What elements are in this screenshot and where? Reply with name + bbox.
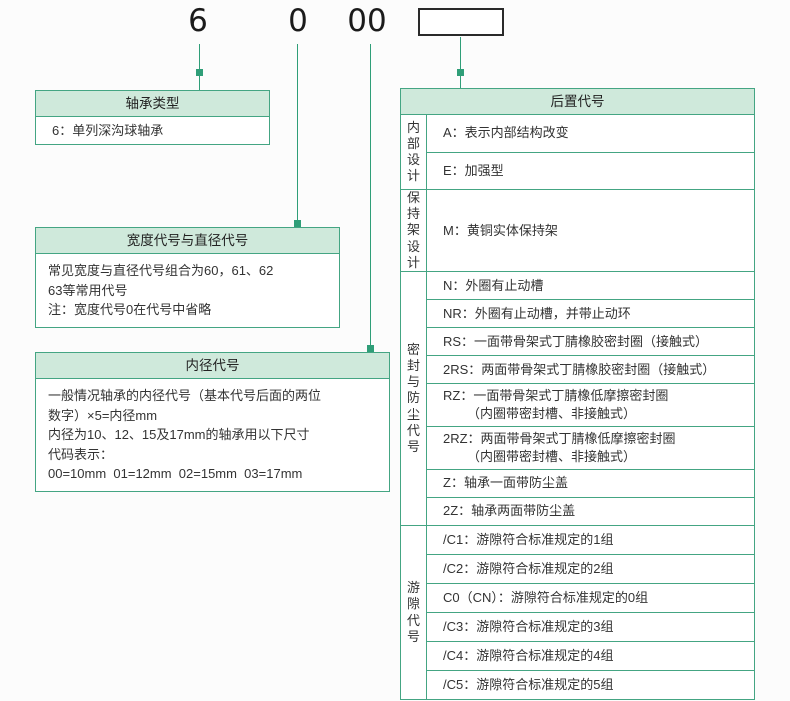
connector-line-width xyxy=(297,44,298,227)
section-seal-dust: 密封与防尘代号 N：外圈有止动槽 NR：外圈有止动槽，并带止动环 RS：一面带骨… xyxy=(401,271,754,525)
width-diameter-line: 63等常用代号 xyxy=(48,282,128,298)
suffix-row: /C1：游隙符合标准规定的1组 xyxy=(427,526,754,554)
suffix-row-text: 2Z：轴承两面带防尘盖 xyxy=(443,503,576,519)
suffix-row: /C5：游隙符合标准规定的5组 xyxy=(427,670,754,699)
section-cage-design: 保持架设计 M：黄铜实体保持架 xyxy=(401,189,754,271)
suffix-row-text: /C5：游隙符合标准规定的5组 xyxy=(443,677,614,692)
suffix-row: RZ：一面带骨架式丁腈橡低摩擦密封圈 （内圈带密封槽、非接触式） xyxy=(427,383,754,426)
width-diameter-body: 常见宽度与直径代号组合为60，61、62 63等常用代号 注：宽度代号0在代号中… xyxy=(36,254,339,327)
suffix-row: C0（CN）：游隙符合标准规定的0组 xyxy=(427,583,754,612)
section-rows: /C1：游隙符合标准规定的1组 /C2：游隙符合标准规定的2组 C0（CN）：游… xyxy=(427,526,754,699)
connector-dot-icon xyxy=(367,345,374,352)
suffix-row-text: M：黄铜实体保持架 xyxy=(443,222,558,238)
suffix-row-text: 2RZ：两面带骨架式丁腈橡低摩擦密封圈 xyxy=(443,430,676,446)
suffix-row-text: /C3：游隙符合标准规定的3组 xyxy=(443,619,614,634)
section-label-cage-design: 保持架设计 xyxy=(401,190,427,271)
bore-code-line: 一般情况轴承的内径代号（基本代号后面的两位 xyxy=(48,388,322,403)
suffix-row: M：黄铜实体保持架 xyxy=(427,190,754,271)
connector-line-bearing-type xyxy=(199,44,200,90)
suffix-row-text: RZ：一面带骨架式丁腈橡低摩擦密封圈 xyxy=(443,388,669,404)
suffix-row-text: /C1：游隙符合标准规定的1组 xyxy=(443,532,614,547)
section-label-clearance: 游隙代号 xyxy=(401,526,427,699)
suffix-row-text: 2RS：两面带骨架式丁腈橡胶密封圈（接触式） xyxy=(443,361,716,377)
section-label-text: 保持架设计 xyxy=(406,189,420,270)
suffix-row: /C3：游隙符合标准规定的3组 xyxy=(427,612,754,641)
bearing-type-line: 6：单列深沟球轴承 xyxy=(52,123,164,138)
suffix-row: N：外圈有止动槽 xyxy=(427,272,754,299)
suffix-row: NR：外圈有止动槽，并带止动环 xyxy=(427,299,754,327)
suffix-row-text: N：外圈有止动槽 xyxy=(443,277,544,293)
suffix-row-text: E：加强型 xyxy=(443,162,504,178)
suffix-row-text: RS：一面带骨架式丁腈橡胶密封圈（接触式） xyxy=(443,333,709,349)
suffix-row: 2RZ：两面带骨架式丁腈橡低摩擦密封圈 （内圈带密封槽、非接触式） xyxy=(427,426,754,469)
bore-code-line: 数字）×5=内径mm xyxy=(48,407,158,423)
bore-code-line: 00=10mm 01=12mm 02=15mm 03=17mm xyxy=(48,466,303,481)
connector-line-suffix xyxy=(460,37,461,88)
suffix-row: A：表示内部结构改变 xyxy=(427,115,754,152)
section-label-text: 游隙代号 xyxy=(406,580,420,644)
suffix-row: 2Z：轴承两面带防尘盖 xyxy=(427,496,754,525)
suffix-row-text: /C4：游隙符合标准规定的4组 xyxy=(443,648,614,663)
suffix-row: 2RS：两面带骨架式丁腈橡胶密封圈（接触式） xyxy=(427,355,754,383)
suffix-placeholder-box xyxy=(418,8,504,36)
bearing-type-title: 轴承类型 xyxy=(36,91,269,117)
connector-line-bore xyxy=(370,44,371,352)
suffix-row: E：加强型 xyxy=(427,151,754,190)
suffix-row: RS：一面带骨架式丁腈橡胶密封圈（接触式） xyxy=(427,327,754,355)
section-label-seal-dust: 密封与防尘代号 xyxy=(401,272,427,525)
section-clearance: 游隙代号 /C1：游隙符合标准规定的1组 /C2：游隙符合标准规定的2组 C0（… xyxy=(401,525,754,699)
connector-dot-icon xyxy=(294,220,301,227)
section-label-text: 内部设计 xyxy=(406,119,420,184)
section-rows: M：黄铜实体保持架 xyxy=(427,190,754,271)
section-internal-design: 内部设计 A：表示内部结构改变 E：加强型 xyxy=(401,115,754,189)
suffix-table-sections: 内部设计 A：表示内部结构改变 E：加强型 保持架设计 M：黄铜实体保持架 密封… xyxy=(401,115,754,699)
section-rows: A：表示内部结构改变 E：加强型 xyxy=(427,115,754,189)
code-part-bearing-type: 6 xyxy=(188,3,208,39)
section-label-text: 密封与防尘代号 xyxy=(406,341,420,455)
width-diameter-line: 常见宽度与直径代号组合为60，61、62 xyxy=(48,263,274,278)
suffix-row-text: A：表示内部结构改变 xyxy=(443,125,569,141)
suffix-row-text: /C2：游隙符合标准规定的2组 xyxy=(443,561,614,576)
suffix-row-text: Z：轴承一面带防尘盖 xyxy=(443,475,568,491)
suffix-row: /C2：游隙符合标准规定的2组 xyxy=(427,554,754,583)
code-part-width: 0 xyxy=(288,3,308,39)
width-diameter-title: 宽度代号与直径代号 xyxy=(36,228,339,254)
bore-code-line: 内径为10、12、15及17mm的轴承用以下尺寸 xyxy=(48,427,310,442)
bore-code-title: 内径代号 xyxy=(36,353,389,379)
section-label-internal-design: 内部设计 xyxy=(401,115,427,189)
code-part-bore: 00 xyxy=(347,3,387,39)
bearing-type-box: 轴承类型 6：单列深沟球轴承 xyxy=(35,90,270,145)
bore-code-box: 内径代号 一般情况轴承的内径代号（基本代号后面的两位 数字）×5=内径mm 内径… xyxy=(35,352,390,492)
bore-code-body: 一般情况轴承的内径代号（基本代号后面的两位 数字）×5=内径mm 内径为10、1… xyxy=(36,379,389,491)
suffix-table-title: 后置代号 xyxy=(401,89,754,115)
suffix-row-text: （内圈带密封槽、非接触式） xyxy=(467,448,637,464)
suffix-row-text: NR：外圈有止动槽，并带止动环 xyxy=(443,305,631,321)
bearing-type-body: 6：单列深沟球轴承 xyxy=(36,117,269,144)
connector-dot-icon xyxy=(196,69,203,76)
suffix-row: Z：轴承一面带防尘盖 xyxy=(427,468,754,497)
connector-dot-icon xyxy=(457,69,464,76)
suffix-row-text: C0（CN）：游隙符合标准规定的0组 xyxy=(443,590,649,605)
width-diameter-line: 注：宽度代号0在代号中省略 xyxy=(48,302,212,317)
section-rows: N：外圈有止动槽 NR：外圈有止动槽，并带止动环 RS：一面带骨架式丁腈橡胶密封… xyxy=(427,272,754,525)
suffix-row: /C4：游隙符合标准规定的4组 xyxy=(427,641,754,670)
bore-code-line: 代码表示： xyxy=(48,446,114,462)
width-diameter-box: 宽度代号与直径代号 常见宽度与直径代号组合为60，61、62 63等常用代号 注… xyxy=(35,227,340,328)
suffix-row-text: （内圈带密封槽、非接触式） xyxy=(467,406,637,422)
suffix-code-table: 后置代号 内部设计 A：表示内部结构改变 E：加强型 保持架设计 M：黄铜实体保… xyxy=(400,88,755,700)
